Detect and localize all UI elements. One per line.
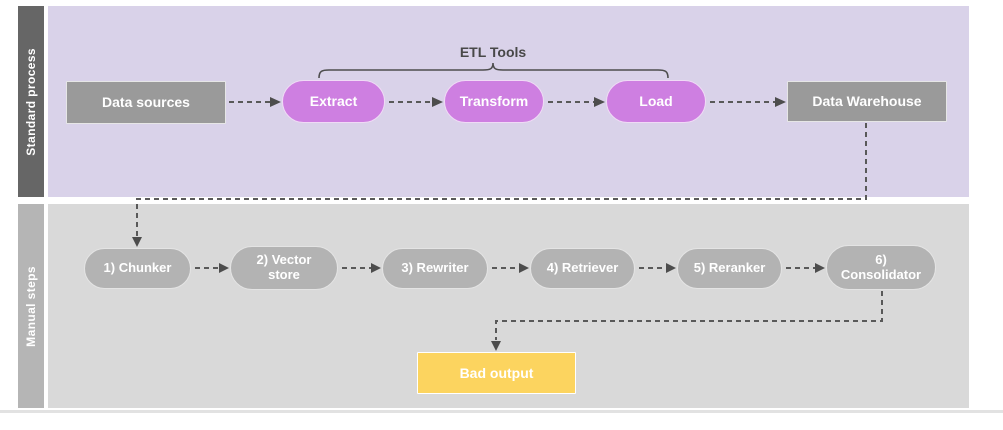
node-label: 6) Consolidator (840, 251, 922, 282)
node-label: Load (639, 93, 673, 110)
arrowhead-icon (491, 341, 501, 351)
arrowhead-icon (432, 97, 443, 107)
node-data-warehouse: Data Warehouse (787, 81, 947, 122)
node-load: Load (606, 80, 706, 123)
node-vector-store: 2) Vector store (230, 246, 338, 290)
node-bad-output: Bad output (417, 352, 576, 394)
lane-label-manual-steps: Manual steps (18, 204, 44, 408)
node-extract: Extract (282, 80, 385, 123)
arrowhead-icon (519, 263, 529, 273)
arrowhead-icon (132, 237, 142, 247)
node-consolidator: 6) Consolidator (826, 245, 936, 290)
arrowhead-icon (270, 97, 281, 107)
node-label: Bad output (459, 364, 534, 381)
lane-label-text: Standard process (24, 47, 38, 156)
arrowhead-icon (775, 97, 786, 107)
node-label: 4) Retriever (546, 260, 619, 276)
node-data-sources: Data sources (66, 81, 226, 124)
node-label: 1) Chunker (103, 260, 172, 276)
lane-label-text: Manual steps (24, 265, 38, 347)
node-rewriter: 3) Rewriter (382, 248, 488, 289)
arrowhead-icon (371, 263, 381, 273)
node-label: Data sources (102, 94, 190, 111)
lane-label-standard-process: Standard process (18, 6, 44, 197)
node-chunker: 1) Chunker (84, 248, 191, 289)
arrowhead-icon (594, 97, 605, 107)
node-label: Extract (309, 93, 358, 110)
arrowhead-icon (666, 263, 676, 273)
node-reranker: 5) Reranker (677, 248, 782, 289)
etl-tools-brace (318, 62, 669, 79)
arrowhead-icon (219, 263, 229, 273)
edge-warehouse-chunker (136, 123, 867, 236)
node-label: 3) Rewriter (401, 260, 469, 276)
node-label: Data Warehouse (812, 93, 922, 110)
node-transform: Transform (444, 80, 544, 123)
edge-consolidator-badoutput (495, 291, 883, 340)
etl-tools-label: ETL Tools (459, 44, 527, 60)
bottom-divider-line (0, 410, 1003, 413)
node-label: Transform (459, 93, 529, 110)
node-label: 5) Reranker (693, 260, 766, 276)
node-retriever: 4) Retriever (530, 248, 635, 289)
arrowhead-icon (815, 263, 825, 273)
node-label: 2) Vector store (256, 252, 312, 282)
